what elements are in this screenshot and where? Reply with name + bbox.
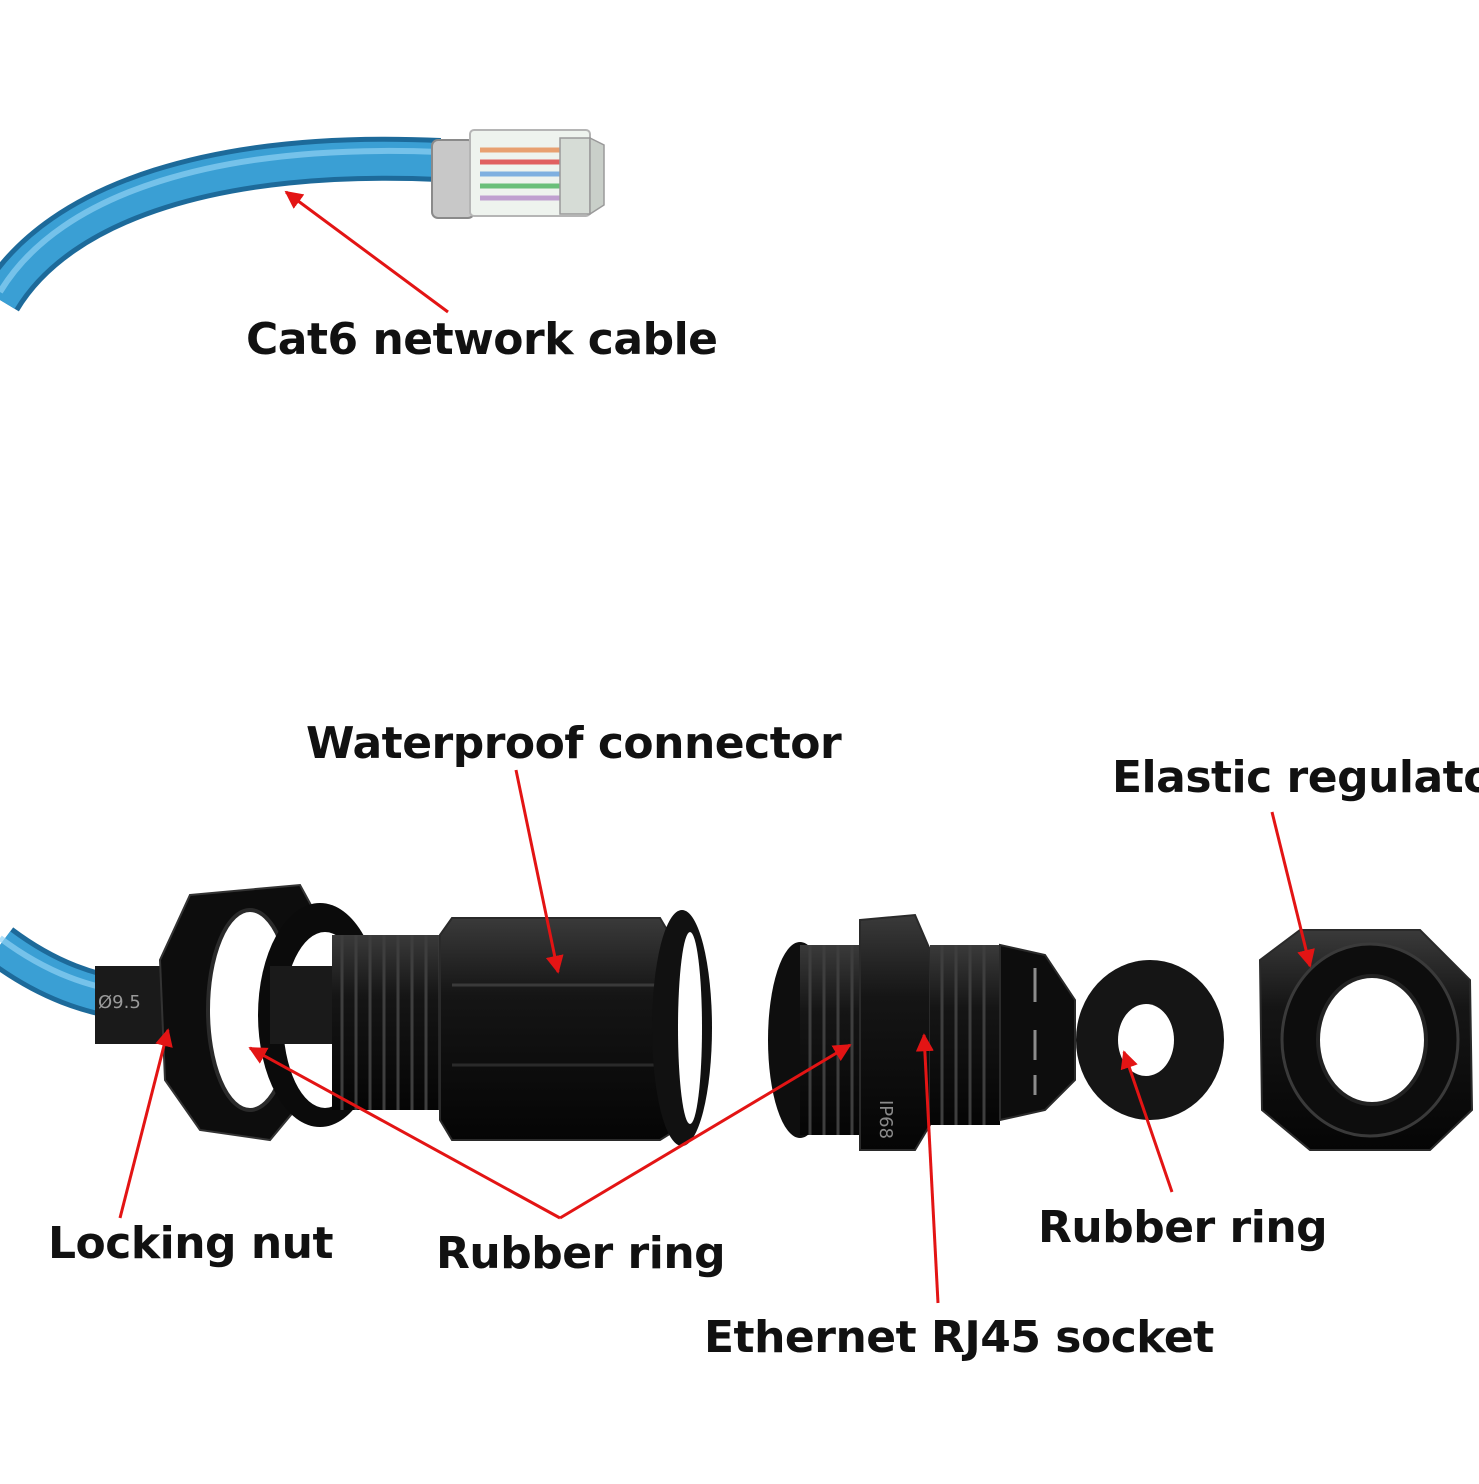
arrow-ethernet-socket [915, 1033, 940, 1304]
arrow-rubber-ring-left [248, 1046, 561, 1220]
label-waterproof-connector: Waterproof connector [306, 718, 842, 769]
arrow-elastic-regulator [1270, 811, 1315, 968]
label-rubber-ring-right: Rubber ring [1038, 1202, 1328, 1253]
arrow-waterproof-connector [514, 769, 564, 974]
ethernet-rj45-socket: IP68 [768, 913, 1076, 1151]
arrow-rubber-ring-right [1120, 1050, 1174, 1193]
arrow-rubber-ring-left-2 [559, 1043, 852, 1220]
label-cat6-network-cable: Cat6 network cable [246, 314, 718, 365]
label-locking-nut: Locking nut [48, 1218, 334, 1269]
elastic-regulator [1258, 929, 1474, 1151]
waterproof-connector [332, 910, 712, 1146]
rubber-ring-right [1076, 960, 1224, 1120]
arrow-locking-nut [118, 1028, 173, 1219]
label-rubber-ring-left: Rubber ring [436, 1228, 726, 1279]
cat6-cable [0, 136, 441, 312]
cable-print-a: Ø9.5 [98, 992, 141, 1013]
arrow-cat6-cable [284, 190, 449, 314]
label-ethernet-rj45-socket: Ethernet RJ45 socket [704, 1312, 1214, 1363]
socket-print: IP68 [875, 1100, 896, 1139]
label-elastic-regulator: Elastic regulator [1112, 752, 1479, 803]
rj45-plug [431, 129, 605, 219]
